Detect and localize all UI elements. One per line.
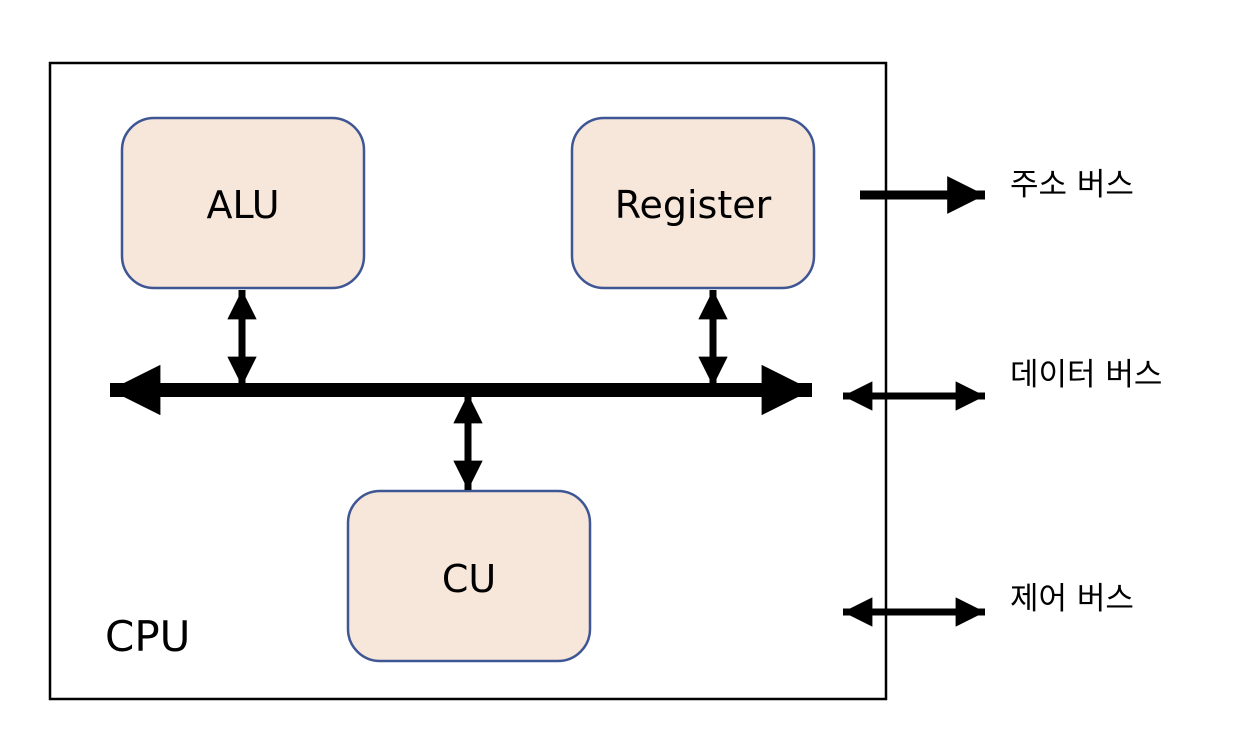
cu-label: CU [442,557,496,601]
alu-box: ALU [120,116,366,290]
data-bus-label: 데이터 버스 [1010,357,1162,393]
cpu-label: CPU [105,612,190,661]
address-bus-label: 주소 버스 [1010,167,1134,203]
register-box: Register [570,116,816,290]
alu-label: ALU [206,183,279,227]
cu-box: CU [346,489,592,663]
control-bus-label: 제어 버스 [1010,581,1134,617]
register-label: Register [615,183,772,227]
cpu-frame [48,61,888,701]
